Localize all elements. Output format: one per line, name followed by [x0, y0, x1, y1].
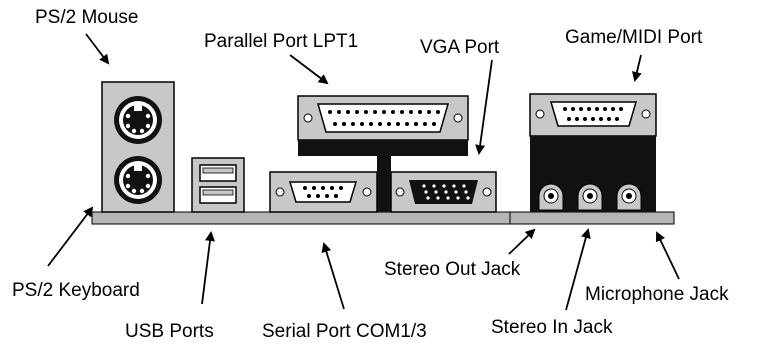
- parallel-port-connector: [297, 95, 469, 212]
- vga-port-arrow: [475, 59, 493, 155]
- microphone-jack-label: Microphone Jack: [585, 284, 729, 305]
- ps2-mouse-arrow: [85, 33, 110, 65]
- stereo-in-jack-connector: [577, 183, 603, 211]
- stereo-in-jack-label: Stereo In Jack: [491, 317, 613, 338]
- usb-ports-connector: [191, 157, 245, 213]
- ps2-keyboard-label: PS/2 Keyboard: [12, 280, 140, 301]
- serial-port-label: Serial Port COM1/3: [262, 321, 427, 342]
- serial-port-arrow: [321, 242, 345, 310]
- microphone-jack-connector: [616, 183, 642, 211]
- parallel-port-label: Parallel Port LPT1: [204, 31, 359, 52]
- vga-port-connector: [390, 171, 497, 213]
- stereo-in-jack-arrow: [565, 228, 591, 311]
- usb-ports-label: USB Ports: [125, 321, 214, 342]
- parallel-port-arrow: [289, 54, 329, 85]
- ps2-keyboard-connector: [114, 156, 162, 204]
- game-midi-port-arrow: [632, 54, 642, 82]
- serial-port-connector: [269, 171, 378, 213]
- ps2-mouse-label: PS/2 Mouse: [35, 7, 139, 28]
- game-midi-port-label: Game/MIDI Port: [565, 27, 703, 48]
- callout-arrows: [47, 33, 680, 311]
- game-midi-port-connector: [529, 93, 657, 212]
- base-plate: [91, 211, 675, 225]
- stereo-out-jack-label: Stereo Out Jack: [384, 259, 521, 280]
- vga-port-label: VGA Port: [420, 37, 500, 58]
- stereo-out-jack-connector: [538, 183, 564, 211]
- microphone-jack-arrow: [655, 231, 680, 280]
- usb-ports-arrow: [201, 231, 215, 305]
- ps2-mouse-connector: [114, 96, 162, 144]
- ps2-keyboard-arrow: [47, 206, 94, 267]
- stereo-out-jack-arrow: [508, 228, 536, 255]
- ps2-connector-stack: [101, 81, 175, 213]
